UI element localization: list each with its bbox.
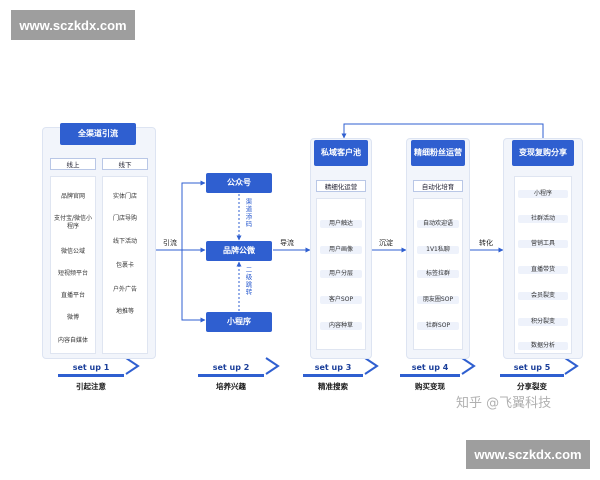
list-item: 微博 xyxy=(66,314,79,321)
node-gongzhonghao: 公众号 xyxy=(206,173,272,193)
watermark-bottom: www.sczkdx.com xyxy=(466,440,590,469)
list-item: 客户SOP xyxy=(320,296,362,304)
list-item: 社群SOP xyxy=(417,322,459,330)
step-label-4: set up 4 xyxy=(411,363,449,372)
watermark-top: www.sczkdx.com xyxy=(11,10,135,40)
step-caption-4: 购买变现 xyxy=(415,382,445,391)
list-item: 支付宝/微信小程序 xyxy=(53,215,93,230)
list-item: 户外广告 xyxy=(112,286,137,293)
column-1-subhead-offline: 线下 xyxy=(102,158,148,170)
step-bar-5 xyxy=(500,374,564,377)
list-item: 短视频平台 xyxy=(57,270,88,277)
flow-label-daoliu: 导流 xyxy=(280,239,294,247)
flow-label-chendian: 沉淀 xyxy=(379,239,393,247)
step-bar-1 xyxy=(58,374,124,377)
list-item: 门店导购 xyxy=(112,215,137,222)
column-4-title: 精细粉丝运营 xyxy=(411,140,465,166)
step-bar-2 xyxy=(198,374,264,377)
list-item: 用户分层 xyxy=(320,270,362,278)
column-1-subhead-online: 线上 xyxy=(50,158,96,170)
column-3-sub: 精细化运营 xyxy=(316,180,366,192)
list-item: 微信公域 xyxy=(60,248,85,255)
step-bar-4 xyxy=(400,374,460,377)
list-item: 积分裂变 xyxy=(518,318,568,326)
step-label-3: set up 3 xyxy=(314,363,352,372)
column-1-offline-list xyxy=(102,176,148,354)
step-label-5: set up 5 xyxy=(513,363,551,372)
vlabel-channel-code: 渠道添码 xyxy=(244,198,252,228)
step-caption-1: 引起注意 xyxy=(76,382,106,391)
node-brand-wechat: 品牌公微 xyxy=(206,241,272,261)
list-item: 朋友圈SOP xyxy=(417,296,459,304)
flow-label-yinliu: 引流 xyxy=(163,239,177,247)
list-item: 数据分析 xyxy=(518,342,568,350)
list-item: 内容自媒体 xyxy=(57,337,88,344)
list-item: 标签拉群 xyxy=(417,270,459,278)
step-bar-3 xyxy=(303,374,363,377)
column-3-title: 私域客户池 xyxy=(314,140,368,166)
column-4-sub: 自动化培育 xyxy=(413,180,463,192)
list-item: 直播带货 xyxy=(518,266,568,274)
list-item: 会员裂变 xyxy=(518,292,568,300)
list-item: 用户触达 xyxy=(320,220,362,228)
list-item: 营销工具 xyxy=(518,240,568,248)
list-item: 1V1私聊 xyxy=(417,246,459,254)
column-5-title: 变现复购分享 xyxy=(512,140,574,166)
list-item: 实体门店 xyxy=(112,193,137,200)
column-5-list xyxy=(514,176,572,354)
column-1-online-list xyxy=(50,176,96,354)
list-item: 社群活动 xyxy=(518,215,568,223)
step-caption-3: 精准搜索 xyxy=(318,382,348,391)
step-caption-5: 分享裂变 xyxy=(517,382,547,391)
list-item: 小程序 xyxy=(518,190,568,198)
list-item: 包裹卡 xyxy=(115,262,134,269)
flow-label-zhuanhua: 转化 xyxy=(479,239,493,247)
step-label-2: set up 2 xyxy=(212,363,250,372)
step-caption-2: 培养兴趣 xyxy=(216,382,246,391)
list-item: 直播平台 xyxy=(60,292,85,299)
column-1-title: 全渠道引流 xyxy=(60,123,136,145)
zhihu-watermark: 知乎 @飞翼科技 xyxy=(456,396,552,411)
vlabel-secondary-jump: 二级跳转 xyxy=(244,266,252,296)
list-item: 品牌官网 xyxy=(60,193,85,200)
list-item: 用户画像 xyxy=(320,246,362,254)
list-item: 线下活动 xyxy=(112,238,137,245)
list-item: 地推等 xyxy=(115,308,134,315)
node-mini-program: 小程序 xyxy=(206,312,272,332)
step-label-1: set up 1 xyxy=(72,363,110,372)
list-item: 内容种草 xyxy=(320,322,362,330)
list-item: 自动欢迎语 xyxy=(417,220,459,228)
